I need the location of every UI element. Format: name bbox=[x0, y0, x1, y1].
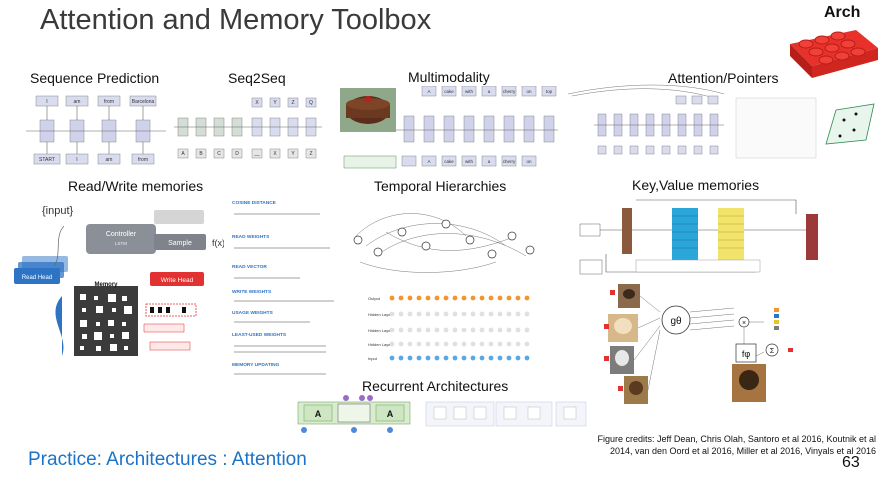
seq2seq-top-2: Z bbox=[291, 100, 294, 106]
seqpred-top-2: from bbox=[104, 99, 114, 105]
label-read-write-memories: Read/Write memories bbox=[68, 178, 204, 194]
f-phi-node bbox=[735, 343, 757, 363]
temporal-row-3: Hidden Layer bbox=[368, 342, 392, 347]
temporal-row-2: Hidden Layer bbox=[368, 328, 392, 333]
mm-bottom-3: a bbox=[488, 159, 491, 164]
g-theta-node bbox=[661, 305, 691, 335]
slide-title: Attention and Memory Toolbox bbox=[40, 4, 432, 36]
rw-write-head-label: Write Head bbox=[161, 277, 194, 284]
mm-top-5: on bbox=[526, 89, 532, 94]
seq2seq-bottom-3: D bbox=[235, 151, 239, 157]
seq2seq-bottom-7: Z bbox=[309, 151, 312, 157]
relation-network-diagram: gθ × fφ Σ bbox=[604, 282, 814, 413]
mm-top-0: A bbox=[427, 89, 430, 94]
seq2seq-top-0: X bbox=[255, 100, 259, 106]
arch-badge: Arch bbox=[824, 4, 861, 21]
seq2seq-bottom-5: X bbox=[273, 151, 277, 157]
rw-sample-label: Sample bbox=[168, 240, 192, 247]
sequence-prediction-diagram: I am from Barcelona START I am from bbox=[26, 92, 176, 175]
dog-images bbox=[608, 284, 766, 404]
rw-write-head bbox=[150, 272, 204, 286]
seq2seq-top-3: Q bbox=[309, 100, 313, 106]
label-seq2seq: Seq2Seq bbox=[228, 70, 286, 86]
f-phi-label: fφ bbox=[742, 349, 751, 359]
seqpred-bottom-3: from bbox=[138, 157, 148, 163]
attention-grid bbox=[735, 97, 817, 159]
seq2seq-bottom-2: C bbox=[217, 151, 221, 157]
rw-memory-label: Memory bbox=[94, 282, 118, 288]
lego-brick-icon bbox=[786, 22, 880, 85]
seqpred-bottom-2: am bbox=[106, 157, 113, 163]
seqpred-top-3: Barcelona bbox=[132, 99, 155, 105]
seq2seq-bottom-1: B bbox=[199, 151, 203, 157]
label-temporal-hierarchies: Temporal Hierarchies bbox=[374, 178, 507, 194]
eq-label-0: COSINE DISTANCE bbox=[232, 200, 277, 206]
seqpred-top-0: I bbox=[46, 99, 47, 105]
svg-text:×: × bbox=[742, 320, 746, 327]
temporal-input-row bbox=[389, 355, 530, 361]
read-write-diagram: {input} Controller LSTM Sample f(x) Writ… bbox=[14, 196, 225, 379]
seq2seq-diagram: X Y Z Q A B C D __ X Y Z bbox=[174, 94, 326, 169]
seqpred-top-1: am bbox=[74, 99, 81, 105]
seq2seq-bottom-4: __ bbox=[253, 151, 260, 157]
kv-key-memory bbox=[672, 208, 698, 260]
kv-value-memory bbox=[718, 208, 744, 260]
mm-top-2: with bbox=[465, 89, 473, 94]
seq2seq-bottom-0: A bbox=[181, 151, 185, 157]
rnn-cell-a-left: A bbox=[315, 409, 322, 419]
cake-image bbox=[340, 88, 396, 132]
mm-top-4: cherry bbox=[503, 89, 516, 94]
rw-read-head-label: Read Head bbox=[22, 275, 52, 281]
eq-label-3: WRITE WEIGHTS bbox=[232, 289, 272, 295]
label-key-value-memories: Key,Value memories bbox=[632, 177, 760, 193]
mm-bottom-4: cherry bbox=[503, 159, 516, 164]
figure-credits: Figure credits: Jeff Dean, Chris Olah, S… bbox=[597, 434, 876, 456]
temporal-output-row bbox=[389, 295, 530, 301]
eq-label-4: USAGE WEIGHTS bbox=[232, 310, 274, 316]
temporal-row-4: Input bbox=[368, 356, 378, 361]
temporal-hierarchies-diagram: Output Hidden Layer Hidden Layer Hidden … bbox=[346, 196, 546, 371]
rw-controller-box bbox=[86, 224, 156, 254]
mm-bottom-5: on bbox=[526, 159, 532, 164]
footer-topic: Practice: Architectures : Attention bbox=[28, 449, 307, 470]
label-recurrent-architectures: Recurrent Architectures bbox=[362, 378, 509, 394]
seq2seq-top-1: Y bbox=[273, 100, 277, 106]
rw-f-label: f(x) bbox=[212, 238, 224, 248]
seqpred-bottom-0: START bbox=[39, 157, 55, 163]
eq-label-6: MEMORY UPDATING bbox=[232, 362, 280, 368]
rw-sample-box bbox=[154, 234, 206, 250]
seqpred-bottom-1: I bbox=[76, 157, 77, 163]
label-multimodality: Multimodality bbox=[408, 69, 490, 85]
mm-bottom-2: with bbox=[465, 159, 473, 164]
rw-read-head bbox=[14, 268, 60, 284]
temporal-row-0: Output bbox=[368, 296, 381, 301]
eq-label-5: LEAST-USED WEIGHTS bbox=[232, 332, 287, 338]
mm-top-1: cake bbox=[444, 89, 454, 94]
eq-label-2: READ VECTOR bbox=[232, 264, 267, 270]
page-number: 63 bbox=[842, 454, 860, 471]
mm-top-6: top bbox=[546, 89, 553, 94]
label-sequence-prediction: Sequence Prediction bbox=[30, 70, 160, 86]
svg-text:Σ: Σ bbox=[770, 348, 775, 355]
key-value-diagram bbox=[576, 194, 828, 291]
rw-controller-label: Controller bbox=[106, 231, 137, 238]
recurrent-architectures-diagram: A A bbox=[296, 392, 592, 439]
label-attention-pointers: Attention/Pointers bbox=[668, 70, 779, 86]
eq-label-1: READ WEIGHTS bbox=[232, 234, 270, 240]
mm-bottom-0: A bbox=[427, 159, 430, 164]
g-theta-label: gθ bbox=[670, 316, 682, 327]
temporal-row-1: Hidden Layer bbox=[368, 312, 392, 317]
attention-pointers-diagram bbox=[564, 84, 880, 169]
rw-equations: COSINE DISTANCE READ WEIGHTS READ VECTOR… bbox=[230, 196, 342, 387]
rnn-cell-a-right: A bbox=[387, 409, 394, 419]
seq2seq-bottom-6: Y bbox=[291, 151, 295, 157]
rw-controller-sub: LSTM bbox=[115, 241, 127, 246]
mm-bottom-1: cake bbox=[444, 159, 454, 164]
mm-top-3: a bbox=[488, 89, 491, 94]
multimodality-diagram: A cake with a cherry on top A cake with … bbox=[338, 85, 560, 183]
rw-input-label: {input} bbox=[42, 205, 74, 217]
